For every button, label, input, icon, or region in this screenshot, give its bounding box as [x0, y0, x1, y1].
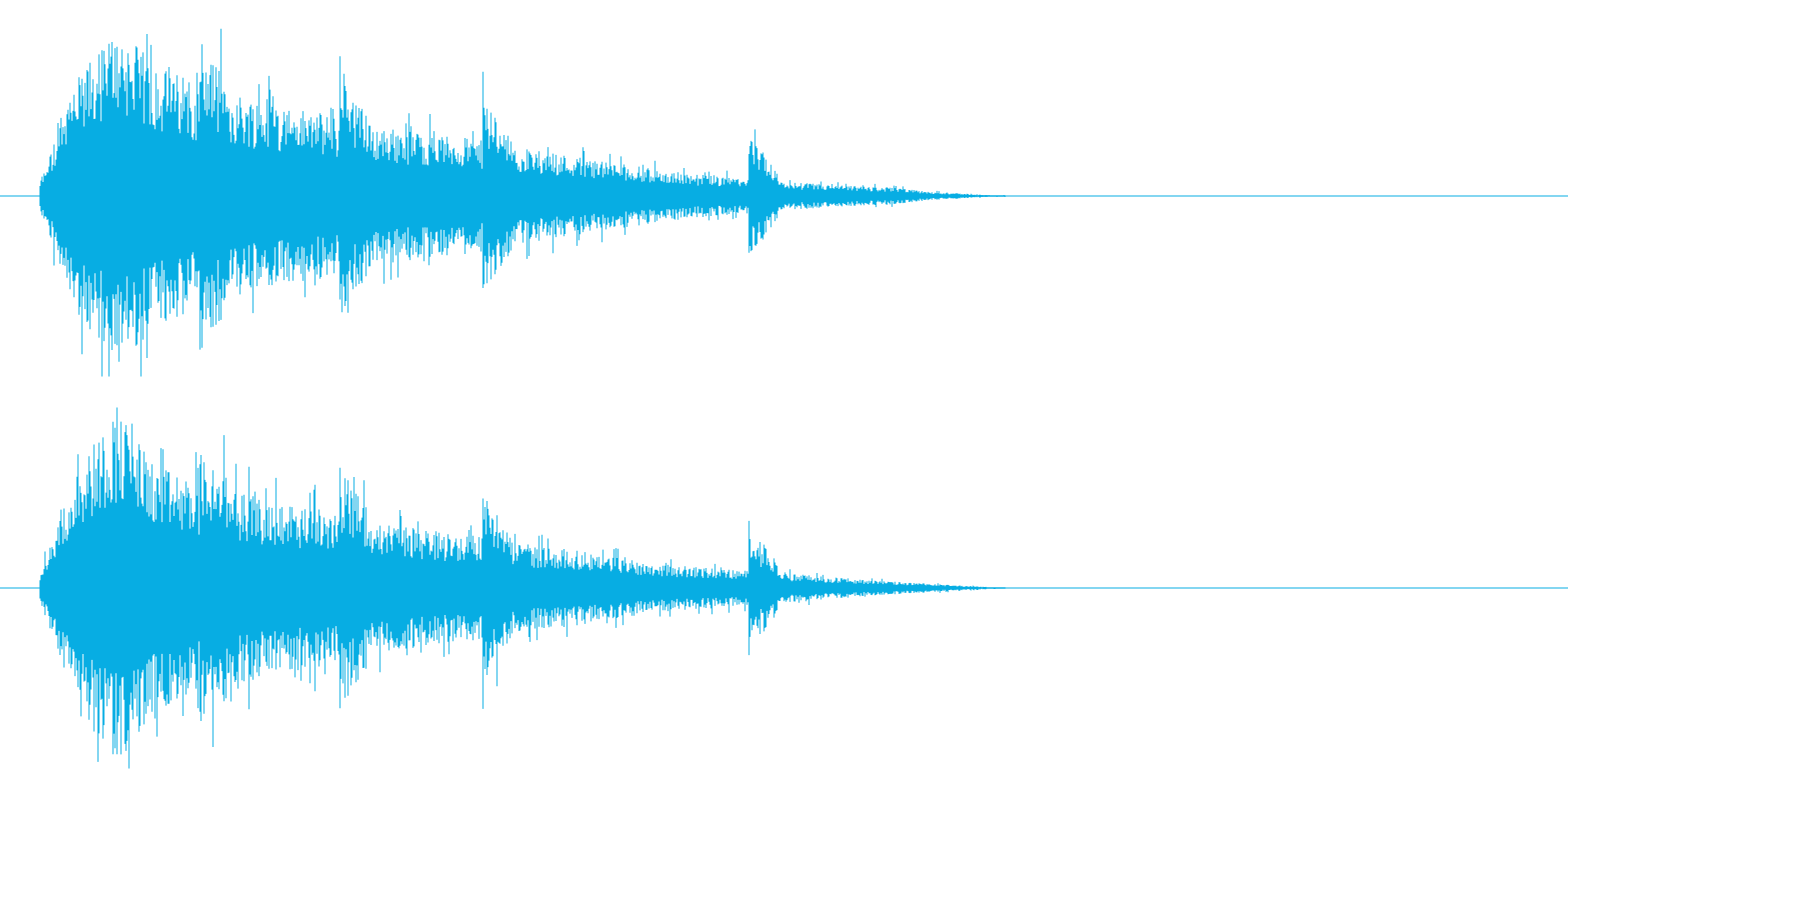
- waveform-view: [0, 28, 1568, 769]
- waveform-canvas: [0, 28, 1568, 769]
- channel-waveform-body: [39, 407, 1006, 769]
- channel-waveform-body: [39, 28, 1006, 377]
- channel-left-waveform: [0, 28, 1568, 377]
- channel-right-waveform: [0, 407, 1568, 769]
